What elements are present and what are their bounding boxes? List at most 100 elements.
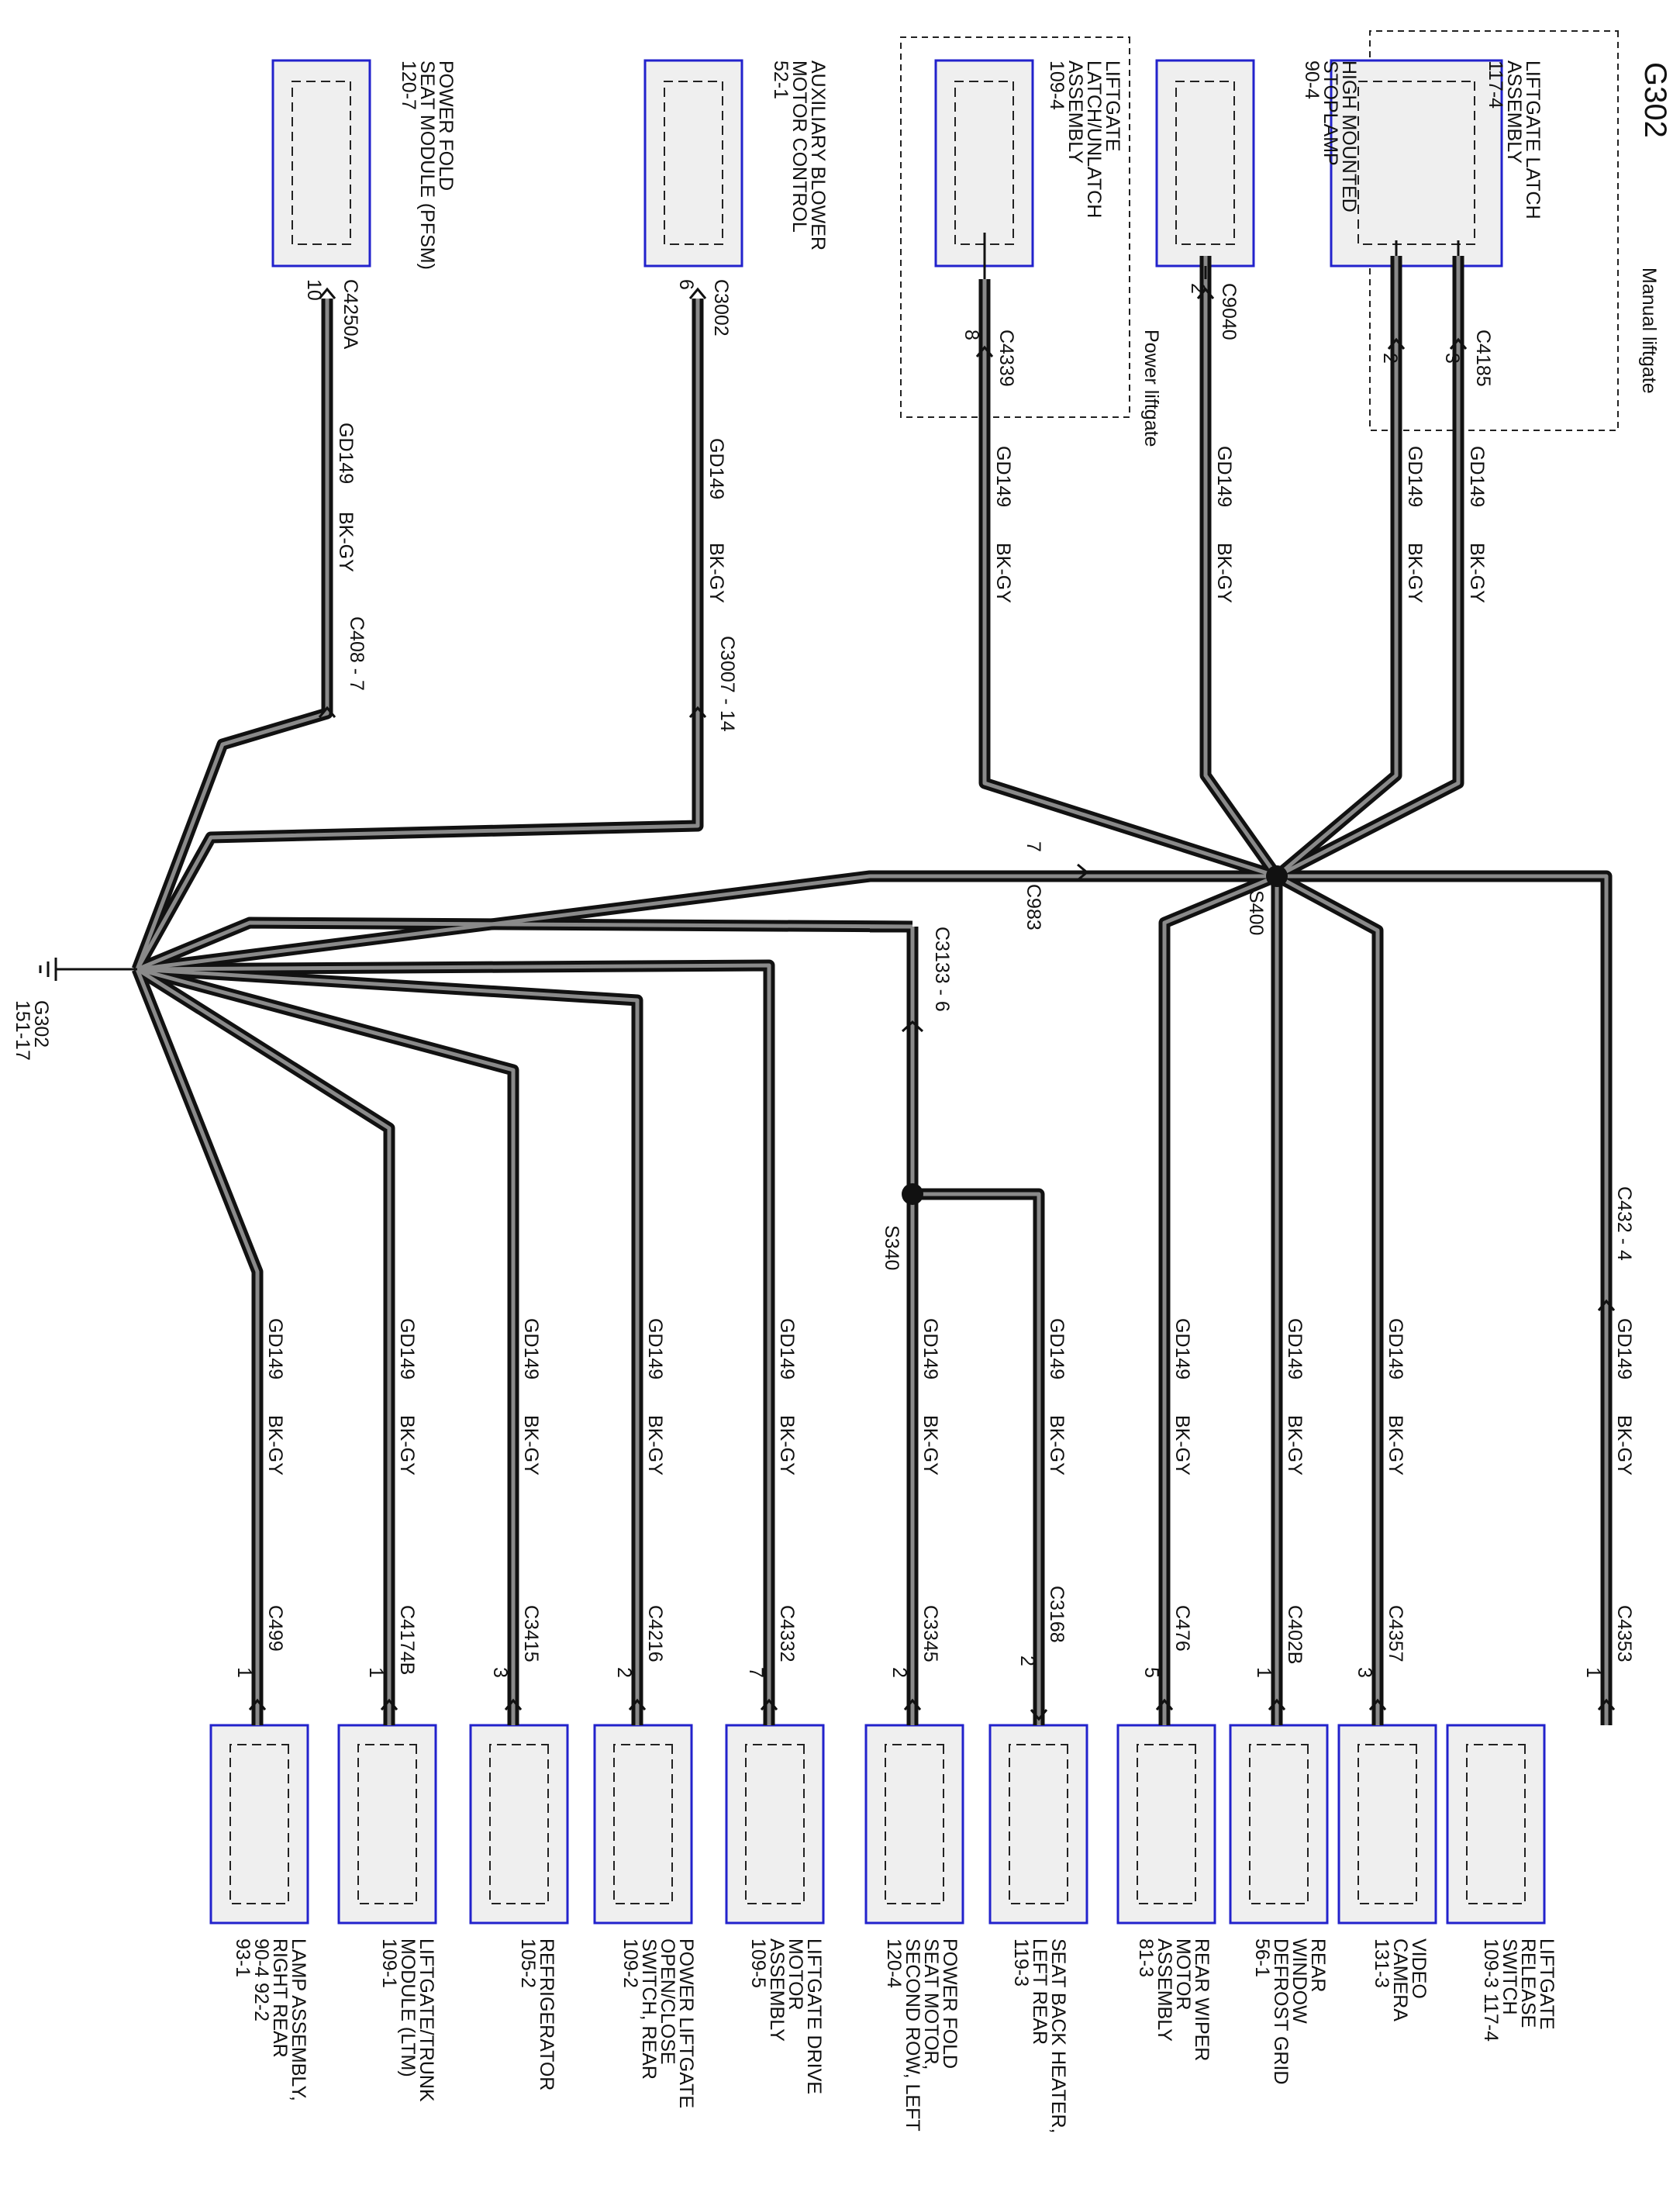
svg-text:C476: C476 (1171, 1605, 1193, 1652)
label-liftgate-release-switch: LIFTGATE RELEASE SWITCH 109-3 117-4 (1480, 1938, 1558, 2042)
inline-c408: C408 - 7 (346, 616, 367, 691)
svg-text:BK-GY: BK-GY (1046, 1415, 1068, 1476)
svg-text:GD149: GD149 (776, 1318, 798, 1379)
svg-text:2: 2 (1016, 1655, 1038, 1666)
component-rear-wiper-motor[interactable] (1116, 1724, 1216, 1925)
component-liftgate-trunk-module[interactable] (337, 1724, 437, 1925)
component-seat-back-heater[interactable] (988, 1724, 1088, 1925)
label-rear-window-defrost: REAR WINDOW DEFROST GRID 56-1 (1251, 1938, 1329, 2090)
connector-c4250a: C4250A (340, 279, 361, 350)
svg-text:3: 3 (489, 1667, 511, 1678)
splice-s400 (1266, 865, 1288, 887)
svg-text:C3168: C3168 (1046, 1586, 1068, 1643)
svg-text:GD149: GD149 (1385, 1318, 1406, 1379)
svg-text:BK-GY: BK-GY (520, 1415, 542, 1476)
svg-text:GD149: GD149 (1613, 1318, 1635, 1379)
component-liftgate-latch-unlatch[interactable] (934, 59, 1034, 268)
wire-label-circuit: GD149 (1404, 446, 1426, 507)
svg-text:5: 5 (1140, 1667, 1162, 1678)
component-liftgate-latch-assembly[interactable] (1330, 59, 1503, 268)
wire-label-color: BK-GY (1213, 543, 1235, 603)
svg-text:3: 3 (1354, 1667, 1375, 1678)
inline-c983: C983 (1023, 884, 1044, 930)
inline-c432: C432 - 4 (1613, 1186, 1635, 1261)
svg-text:GD149: GD149 (919, 1318, 941, 1379)
svg-text:BK-GY: BK-GY (1284, 1415, 1306, 1476)
label-power-fold-seat-motor: POWER FOLD SEAT MOTOR, SECOND ROW, LEFT … (883, 1938, 961, 2136)
component-rear-window-defrost[interactable] (1229, 1724, 1329, 1925)
wire-label-circuit: GD149 (1213, 446, 1235, 507)
svg-text:BK-GY: BK-GY (919, 1415, 941, 1476)
svg-text:C499: C499 (264, 1605, 286, 1652)
svg-text:C4174B: C4174B (396, 1605, 418, 1675)
svg-text:C402B: C402B (1284, 1605, 1306, 1664)
component-video-camera[interactable] (1337, 1724, 1437, 1925)
svg-text:GD149: GD149 (1046, 1318, 1068, 1379)
label-aux-blower: AUXILIARY BLOWER MOTOR CONTROL 52-1 (770, 60, 829, 256)
component-aux-blower[interactable] (643, 59, 743, 268)
manual-liftgate-label: Manual liftgate (1638, 268, 1660, 394)
connector-c4185: C4185 (1472, 330, 1494, 387)
component-lamp-assembly-right-rear[interactable] (209, 1724, 309, 1925)
connector-c4339: C4339 (995, 330, 1017, 387)
svg-text:C4332: C4332 (776, 1605, 798, 1662)
wire-label-color: BK-GY (705, 543, 727, 603)
wire-label-color: BK-GY (1466, 543, 1488, 603)
svg-text:BK-GY: BK-GY (1613, 1415, 1635, 1476)
splice-s340 (902, 1183, 923, 1205)
svg-text:C4357: C4357 (1385, 1605, 1406, 1662)
svg-text:1: 1 (1253, 1667, 1275, 1678)
splice-s400-label: S400 (1245, 890, 1267, 935)
component-liftgate-drive-motor[interactable] (725, 1724, 825, 1925)
pin-c4339: 8 (961, 330, 982, 340)
splice-s340-label: S340 (881, 1225, 902, 1270)
svg-text:BK-GY: BK-GY (776, 1415, 798, 1476)
label-rear-wiper-motor: REAR WIPER MOTOR ASSEMBLY 81-3 (1135, 1938, 1213, 2066)
power-liftgate-label: Power liftgate (1140, 330, 1162, 447)
svg-text:GD149: GD149 (1171, 1318, 1193, 1379)
wire-label-color: BK-GY (1404, 543, 1426, 603)
svg-text:7: 7 (745, 1667, 767, 1678)
svg-text:BK-GY: BK-GY (644, 1415, 666, 1476)
pin-c3002: 6 (675, 279, 697, 290)
wire-label-color: BK-GY (335, 512, 357, 572)
wires (131, 233, 1613, 1725)
label-refrigerator: REFRIGERATOR 105-2 (517, 1938, 557, 2096)
inline-c983-pin: 7 (1023, 841, 1044, 852)
ground-symbol (39, 958, 137, 981)
svg-text:BK-GY: BK-GY (396, 1415, 418, 1476)
label-lamp-assembly-right-rear: LAMP ASSEMBLY, RIGHT REAR 90-4 92-2 93-1 (232, 1938, 309, 2107)
svg-text:1: 1 (1582, 1667, 1604, 1678)
svg-text:GD149: GD149 (1284, 1318, 1306, 1379)
component-power-fold-seat-motor[interactable] (864, 1724, 964, 1925)
pin-c4250a: 10 (303, 279, 325, 301)
svg-text:BK-GY: BK-GY (1171, 1415, 1193, 1476)
svg-text:2: 2 (613, 1667, 635, 1678)
label-liftgate-trunk-module: LIFTGATE/TRUNK MODULE (LTM) 109-1 (378, 1938, 437, 2108)
component-power-fold-pfsm[interactable] (271, 59, 371, 268)
svg-text:C4216: C4216 (644, 1605, 666, 1662)
connector-c3002: C3002 (710, 279, 732, 337)
svg-text:GD149: GD149 (520, 1318, 542, 1379)
label-liftgate-latch-assembly: LIFTGATE LATCH ASSEMBLY 117-4 (1485, 60, 1544, 225)
inline-c3133: C3133 - 6 (931, 927, 953, 1012)
svg-text:1: 1 (233, 1667, 255, 1678)
wire-label-circuit: GD149 (1466, 446, 1488, 507)
svg-text:GD149: GD149 (644, 1318, 666, 1379)
pin-c4185-2: 2 (1379, 353, 1401, 364)
wire-label-circuit: GD149 (335, 423, 357, 484)
svg-text:GD149: GD149 (396, 1318, 418, 1379)
component-refrigerator[interactable] (469, 1724, 569, 1925)
svg-text:C4353: C4353 (1613, 1605, 1635, 1662)
wire-label-color: BK-GY (992, 543, 1014, 603)
component-high-mounted-stoplamp[interactable] (1155, 59, 1255, 268)
svg-text:1: 1 (365, 1667, 387, 1678)
label-liftgate-drive-motor: LIFTGATE DRIVE MOTOR ASSEMBLY 109-5 (747, 1938, 825, 2100)
svg-text:BK-GY: BK-GY (264, 1415, 286, 1476)
diagram-title: G302 (1638, 62, 1672, 138)
component-power-liftgate-switch[interactable] (593, 1724, 693, 1925)
label-power-fold-pfsm: POWER FOLD SEAT MODULE (PFSM) 120-7 (398, 60, 457, 275)
svg-text:2: 2 (888, 1667, 910, 1678)
component-liftgate-release-switch[interactable] (1446, 1724, 1546, 1925)
label-seat-back-heater: SEAT BACK HEATER, LEFT REAR 119-3 (1010, 1938, 1069, 2139)
